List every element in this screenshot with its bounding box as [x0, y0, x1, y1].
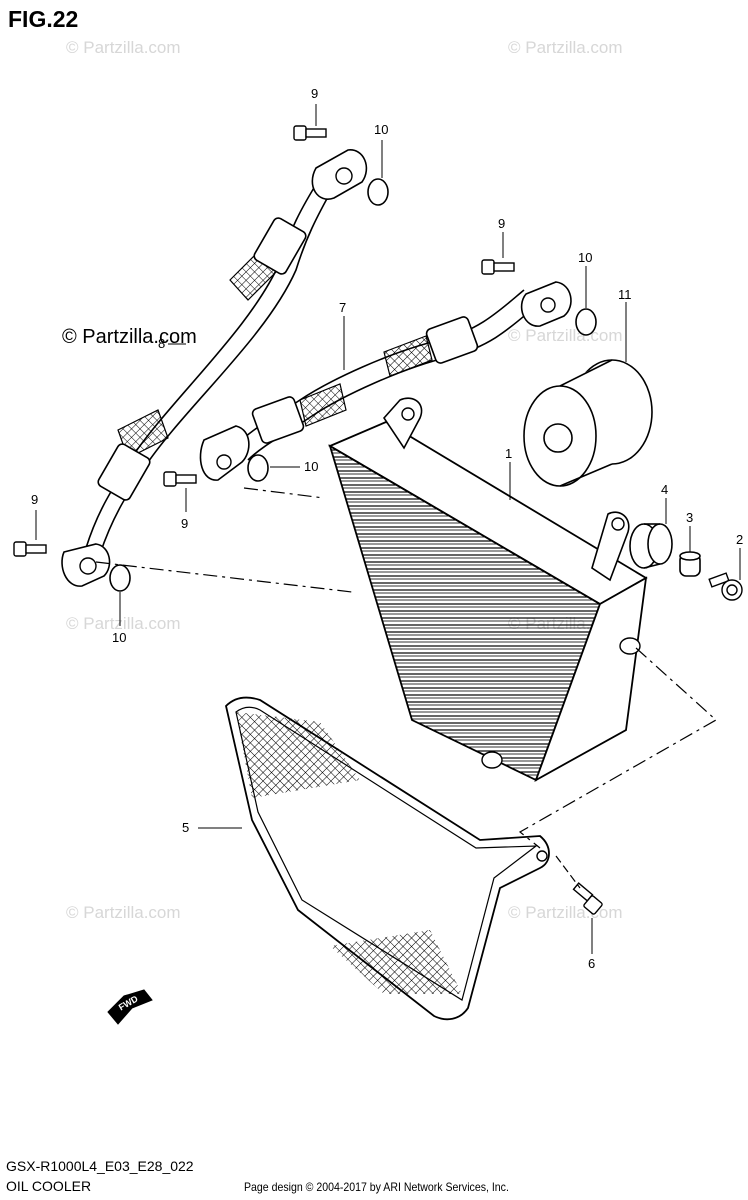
- oil-filter: [523, 359, 653, 487]
- oil-cooler-guard: [225, 696, 550, 1021]
- hose-flange: [520, 281, 572, 327]
- callout-10: 10: [374, 122, 389, 137]
- copyright-text: Page design © 2004-2017 by ARI Network S…: [244, 1180, 509, 1194]
- hose-fitting: [251, 396, 305, 444]
- watermark: © Partzilla.com: [66, 38, 181, 57]
- callout-10: 10: [112, 630, 127, 645]
- fwd-arrow-icon: [107, 989, 153, 1025]
- bolt: [13, 541, 47, 557]
- hose-fitting: [253, 217, 307, 275]
- o-ring: [109, 564, 131, 592]
- callout-5: 5: [182, 820, 190, 835]
- collar: [679, 551, 701, 577]
- figure-name: OIL COOLER: [6, 1178, 92, 1194]
- callout-6: 6: [588, 956, 596, 971]
- callout-7: 7: [339, 300, 347, 315]
- connection-lines: [95, 487, 718, 889]
- o-ring: [247, 454, 269, 482]
- callout-3: 3: [686, 510, 694, 525]
- bolt: [293, 125, 327, 141]
- bolt: [572, 882, 603, 915]
- bushing-grommet: [629, 523, 673, 569]
- o-ring: [575, 308, 597, 336]
- callout-9: 9: [311, 86, 319, 101]
- o-ring: [367, 178, 389, 206]
- callout-1: 1: [505, 446, 513, 461]
- hose-flange: [311, 149, 368, 200]
- hose-flange: [61, 543, 111, 587]
- leader-lines: [35, 104, 741, 954]
- callout-11: 11: [618, 287, 632, 302]
- callout-9: 9: [31, 492, 39, 507]
- bolt: [481, 259, 515, 275]
- hose-fitting: [425, 316, 479, 364]
- watermark: © Partzilla.com: [66, 903, 181, 922]
- callout-10: 10: [578, 250, 593, 265]
- bolt-with-washer: [708, 572, 743, 601]
- hose-braid-upper: [383, 335, 433, 377]
- hose-braid-lower: [299, 383, 347, 427]
- watermark: © Partzilla.com: [508, 38, 623, 57]
- callout-2: 2: [736, 532, 744, 547]
- callout-9: 9: [498, 216, 506, 231]
- callout-9: 9: [181, 516, 189, 531]
- hose-flange: [199, 425, 250, 481]
- bolt: [163, 471, 197, 487]
- callout-8: 8: [158, 336, 166, 351]
- oil-cooler-core: [328, 397, 648, 782]
- hose-fitting: [97, 443, 151, 501]
- callout-4: 4: [661, 482, 669, 497]
- watermark-featured: © Partzilla.com: [62, 326, 197, 348]
- model-code: GSX-R1000L4_E03_E28_022: [6, 1158, 194, 1174]
- callout-10: 10: [304, 459, 319, 474]
- watermark: © Partzilla.com: [66, 614, 181, 633]
- figure-title: FIG.22: [8, 6, 79, 32]
